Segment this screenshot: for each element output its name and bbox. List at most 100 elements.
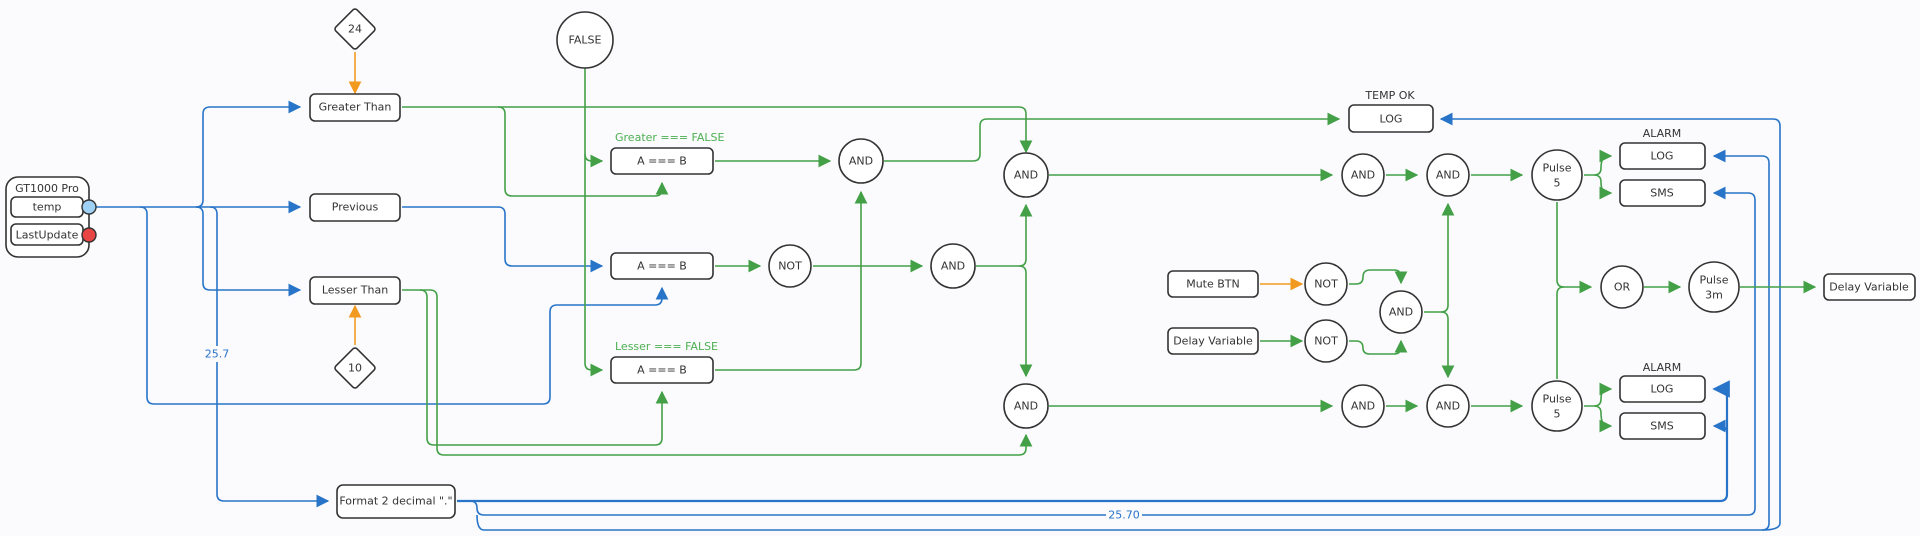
edge-temp-to-lesser	[195, 206, 302, 297]
gate-and-mute-delay[interactable]: AND	[1379, 290, 1423, 334]
node-pulse-3m[interactable]: Pulse 3m	[1688, 261, 1740, 313]
gate-and-lower-big[interactable]: AND	[1003, 383, 1049, 429]
gate-or[interactable]: OR	[1600, 265, 1644, 309]
alarm-upper-caption: ALARM	[1643, 127, 1682, 140]
gate-and-mid-label: AND	[941, 260, 965, 273]
gate-and-lower-2-label: AND	[1436, 400, 1460, 413]
node-previous[interactable]: Previous	[309, 193, 401, 222]
port-connector-temp[interactable]	[81, 199, 97, 215]
edge-temp-to-format	[209, 206, 330, 508]
edge-and-mid-to-and-lower-big	[1018, 265, 1033, 378]
node-delay-variable-in-label: Delay Variable	[1173, 335, 1253, 348]
edge-greater-to-compare	[497, 106, 669, 197]
gate-and-upper-2-label: AND	[1436, 169, 1460, 182]
edge-lesser-to-and-lower-big	[420, 289, 1033, 456]
gate-not-mid-label: NOT	[778, 260, 802, 273]
node-pulse-lower[interactable]: Pulse 5	[1531, 380, 1583, 432]
node-compare-greater[interactable]: A === B	[610, 147, 714, 175]
port-label-lastupdate: LastUpdate	[16, 229, 79, 242]
node-pulse-lower-line2: 5	[1554, 408, 1561, 421]
node-temp-ok-log[interactable]: LOG	[1348, 104, 1434, 133]
node-mute-btn-label: Mute BTN	[1186, 278, 1240, 291]
edge-temp-to-compare-previous	[139, 206, 669, 405]
constant-upper-threshold[interactable]: 24	[334, 8, 376, 50]
node-delay-variable-out[interactable]: Delay Variable	[1823, 273, 1916, 301]
port-connector-lastupdate[interactable]	[81, 227, 97, 243]
node-delay-variable-in[interactable]: Delay Variable	[1167, 327, 1259, 355]
node-alarm-upper-log[interactable]: LOG	[1619, 142, 1706, 170]
gate-not-mute[interactable]: NOT	[1304, 262, 1348, 306]
device-node-gt1000[interactable]: GT1000 Pro temp LastUpdate	[5, 176, 97, 258]
node-alarm-upper-sms[interactable]: SMS	[1619, 179, 1706, 207]
gate-and-lower-2[interactable]: AND	[1426, 384, 1470, 428]
edge-temp-to-greater	[195, 100, 302, 208]
edge-compare-lesser-to-and	[715, 190, 868, 371]
node-compare-lesser[interactable]: A === B	[610, 356, 714, 384]
node-pulse-upper-line2: 5	[1554, 177, 1561, 190]
gate-and-upper-big-label: AND	[1014, 169, 1038, 182]
gate-and-upper-big[interactable]: AND	[1003, 152, 1049, 198]
edge-format-to-alarm-upper-sms	[469, 186, 1756, 516]
temp-ok-caption: TEMP OK	[1364, 89, 1415, 102]
edge-pulse-lower-to-or	[1556, 286, 1565, 379]
constant-lower-threshold[interactable]: 10	[334, 347, 376, 389]
gate-and-lower-big-label: AND	[1014, 400, 1038, 413]
node-alarm-lower-log[interactable]: LOG	[1619, 375, 1706, 403]
gate-and-top[interactable]: AND	[838, 138, 884, 184]
gate-not-delay-label: NOT	[1314, 335, 1338, 348]
node-compare-greater-label: A === B	[637, 155, 687, 168]
edges	[96, 52, 1817, 531]
node-compare-previous[interactable]: A === B	[610, 252, 714, 280]
edge-label-formatted: 25.70	[1106, 508, 1142, 523]
constant-upper-value: 24	[348, 23, 362, 36]
node-pulse-lower-line1: Pulse	[1543, 393, 1572, 406]
edge-label-raw: 25.7	[203, 346, 231, 362]
node-greater-than[interactable]: Greater Than	[309, 93, 401, 122]
node-format-label: Format 2 decimal "."	[339, 495, 452, 508]
gate-not-delay[interactable]: NOT	[1304, 319, 1348, 363]
edge-pulse-lower-to-sms	[1593, 405, 1613, 433]
node-mute-btn[interactable]: Mute BTN	[1167, 270, 1259, 298]
edge-pulse-upper-to-or	[1556, 202, 1593, 294]
gate-and-mute-delay-label: AND	[1389, 306, 1413, 319]
gate-and-upper-1[interactable]: AND	[1341, 153, 1385, 197]
edge-lesser-to-compare	[402, 289, 669, 446]
node-pulse-3m-line1: Pulse	[1700, 274, 1729, 287]
edge-format-to-alarm-lower-sms	[1712, 419, 1728, 502]
node-format-2-decimal[interactable]: Format 2 decimal "."	[336, 484, 456, 519]
node-alarm-upper-sms-label: SMS	[1650, 187, 1673, 200]
gate-and-lower-1[interactable]: AND	[1341, 384, 1385, 428]
node-previous-label: Previous	[332, 201, 379, 214]
node-lesser-than[interactable]: Lesser Than	[309, 276, 401, 305]
gate-and-upper-1-label: AND	[1351, 169, 1375, 182]
node-greater-than-label: Greater Than	[319, 101, 392, 114]
gate-and-top-label: AND	[849, 155, 873, 168]
gate-and-mid[interactable]: AND	[930, 243, 976, 289]
edge-pulse-upper-to-sms	[1593, 174, 1613, 200]
device-port-temp[interactable]: temp	[10, 196, 97, 218]
compare-greater-caption: Greater === FALSE	[615, 131, 725, 144]
edge-and-md-to-and-upper-2	[1424, 202, 1455, 313]
node-alarm-lower-sms[interactable]: SMS	[1619, 412, 1706, 440]
gate-not-mid[interactable]: NOT	[768, 244, 812, 288]
node-lesser-than-label: Lesser Than	[322, 284, 388, 297]
constant-false-value: FALSE	[569, 34, 602, 47]
edge-and-mid-to-and-upper-big	[976, 203, 1033, 267]
node-alarm-upper-log-label: LOG	[1651, 150, 1674, 163]
node-pulse-upper[interactable]: Pulse 5	[1531, 149, 1583, 201]
node-pulse-3m-line2: 3m	[1705, 289, 1723, 302]
edge-format-to-alarm-upper-log	[476, 149, 1770, 531]
edge-and-top-to-temp-ok	[884, 112, 1341, 162]
alarm-lower-caption: ALARM	[1643, 361, 1682, 374]
node-pulse-upper-line1: Pulse	[1543, 162, 1572, 175]
node-temp-ok-log-label: LOG	[1380, 113, 1403, 126]
node-alarm-lower-sms-label: SMS	[1650, 420, 1673, 433]
constant-false[interactable]: FALSE	[556, 11, 614, 69]
node-compare-lesser-label: A === B	[637, 364, 687, 377]
device-port-lastupdate[interactable]: LastUpdate	[10, 223, 97, 246]
gate-and-lower-1-label: AND	[1351, 400, 1375, 413]
gate-and-upper-2[interactable]: AND	[1426, 153, 1470, 197]
edge-pulse-upper-to-log	[1584, 149, 1613, 176]
port-label-temp: temp	[33, 201, 62, 214]
